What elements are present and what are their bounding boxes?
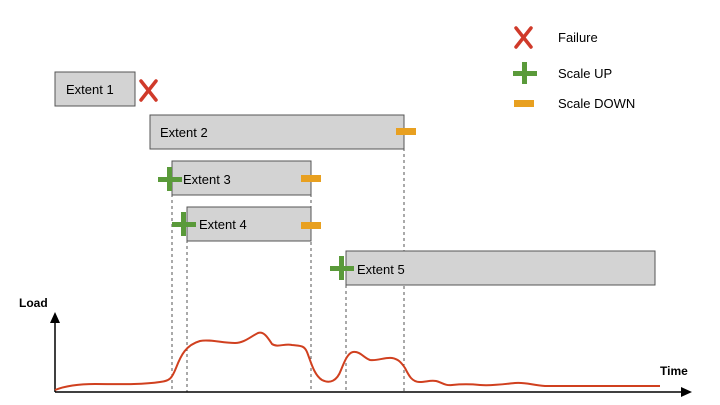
- legend-scale-up-label: Scale UP: [558, 66, 612, 81]
- failure-icon: [514, 26, 533, 49]
- scale-down-icon: [514, 100, 534, 107]
- extent-5-bar: [345, 250, 656, 286]
- extent-2-label: Extent 2: [160, 125, 208, 140]
- legend: Failure Scale UP Scale DOWN: [513, 26, 635, 111]
- x-axis-label: Time: [660, 364, 688, 378]
- scale-up-icon: [172, 212, 196, 236]
- scale-down-icon: [301, 222, 321, 229]
- extent-5: Extent 5: [345, 250, 656, 286]
- extent-3-bar: [171, 160, 312, 196]
- x-axis-arrow-icon: [681, 387, 692, 397]
- scale-down-icon: [301, 175, 321, 182]
- legend-scale-down-label: Scale DOWN: [558, 96, 635, 111]
- extent-1: Extent 1: [54, 71, 136, 107]
- failure-icon: [139, 79, 158, 102]
- extent-2-bar: [149, 114, 405, 150]
- scale-up-icon: [330, 256, 354, 280]
- load-curve: [54, 331, 660, 391]
- extent-5-label: Extent 5: [357, 262, 405, 277]
- scale-up-icon: [513, 62, 537, 84]
- axes: Load Time: [19, 296, 692, 397]
- extent-4: Extent 4: [186, 206, 312, 242]
- extent-1-label: Extent 1: [66, 82, 114, 97]
- extent-4-label: Extent 4: [199, 217, 247, 232]
- legend-failure-label: Failure: [558, 30, 598, 45]
- extent-4-bar: [186, 206, 312, 242]
- extent-2: Extent 2: [149, 114, 405, 150]
- y-axis-arrow-icon: [50, 312, 60, 323]
- extent-1-bar: [54, 71, 136, 107]
- extent-3: Extent 3: [171, 160, 312, 196]
- y-axis-label: Load: [19, 296, 48, 310]
- scale-down-icon: [396, 128, 416, 135]
- scale-up-icon: [158, 167, 182, 191]
- extent-3-label: Extent 3: [183, 172, 231, 187]
